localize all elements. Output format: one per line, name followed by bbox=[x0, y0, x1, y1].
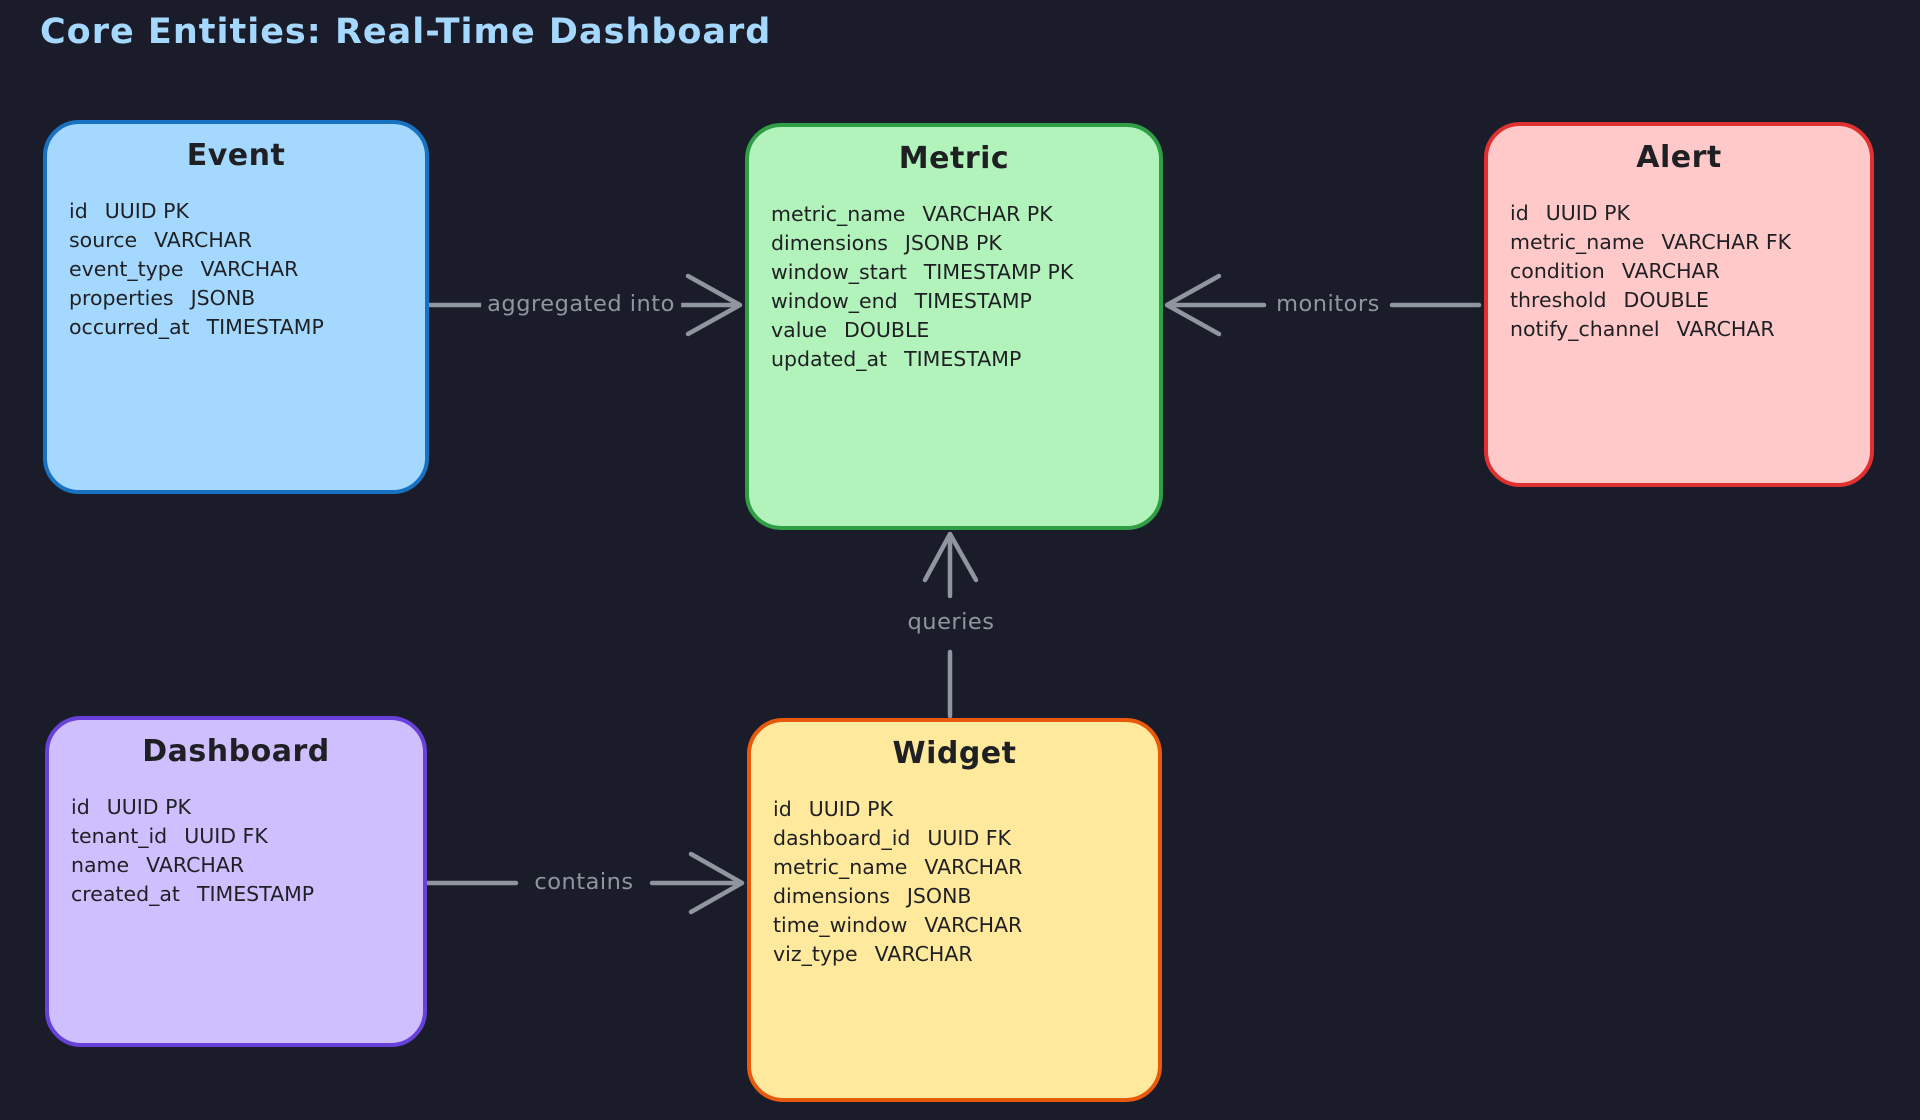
field-row: metric_name VARCHAR bbox=[773, 853, 1148, 882]
field-type: TIMESTAMP PK bbox=[923, 260, 1074, 284]
field-type: UUID PK bbox=[808, 797, 893, 821]
entity-alert[interactable]: Alert id UUID PK metric_name VARCHAR FK cond… bbox=[1484, 122, 1874, 487]
field-name: created_at bbox=[71, 882, 180, 906]
entity-title-alert: Alert bbox=[1636, 140, 1722, 175]
field-name: dimensions bbox=[773, 884, 890, 908]
entity-title-dashboard: Dashboard bbox=[142, 734, 330, 769]
field-row: threshold DOUBLE bbox=[1510, 286, 1860, 315]
entity-title-metric: Metric bbox=[898, 141, 1010, 176]
field-name: properties bbox=[69, 286, 174, 310]
field-type: VARCHAR bbox=[924, 913, 1023, 937]
field-row: name VARCHAR bbox=[71, 851, 413, 880]
field-row: notify_channel VARCHAR bbox=[1510, 315, 1860, 344]
field-type: VARCHAR FK bbox=[1661, 230, 1792, 254]
field-row: occurred_at TIMESTAMP bbox=[69, 313, 415, 342]
field-name: window_end bbox=[771, 289, 898, 313]
field-row: event_type VARCHAR bbox=[69, 255, 415, 284]
field-row: id UUID PK bbox=[1510, 199, 1860, 228]
field-type: VARCHAR bbox=[1676, 317, 1775, 341]
field-name: metric_name bbox=[1510, 230, 1645, 254]
relation-label-monitors[interactable]: monitors bbox=[1270, 291, 1386, 317]
field-row: dashboard_id UUID FK bbox=[773, 824, 1148, 853]
field-type: JSONB bbox=[190, 286, 256, 310]
field-row: dimensions JSONB PK bbox=[771, 229, 1149, 258]
entity-metric[interactable]: Metric metric_name VARCHAR PK dimensions JS… bbox=[745, 123, 1163, 530]
entity-fields-dashboard: id UUID PK tenant_id UUID FK name VARCHAR crea… bbox=[49, 793, 423, 909]
field-type: VARCHAR bbox=[200, 257, 299, 281]
relation-label-queries[interactable]: queries bbox=[901, 609, 1001, 635]
field-type: UUID PK bbox=[106, 795, 191, 819]
field-name: metric_name bbox=[773, 855, 908, 879]
field-row: metric_name VARCHAR PK bbox=[771, 200, 1149, 229]
field-name: id bbox=[1510, 201, 1529, 225]
field-row: time_window VARCHAR bbox=[773, 911, 1148, 940]
field-row: window_end TIMESTAMP bbox=[771, 287, 1149, 316]
relation-label-contains[interactable]: contains bbox=[528, 869, 640, 895]
field-row: created_at TIMESTAMP bbox=[71, 880, 413, 909]
field-type: DOUBLE bbox=[844, 318, 930, 342]
field-type: VARCHAR bbox=[874, 942, 973, 966]
entity-widget[interactable]: Widget id UUID PK dashboard_id UUID FK metri… bbox=[747, 718, 1162, 1102]
field-type: VARCHAR bbox=[154, 228, 253, 252]
field-name: name bbox=[71, 853, 130, 877]
field-type: TIMESTAMP bbox=[904, 347, 1022, 371]
field-row: tenant_id UUID FK bbox=[71, 822, 413, 851]
field-row: condition VARCHAR bbox=[1510, 257, 1860, 286]
field-type: VARCHAR bbox=[146, 853, 245, 877]
field-name: viz_type bbox=[773, 942, 858, 966]
field-name: value bbox=[771, 318, 827, 342]
field-row: updated_at TIMESTAMP bbox=[771, 345, 1149, 374]
field-row: value DOUBLE bbox=[771, 316, 1149, 345]
field-row: window_start TIMESTAMP PK bbox=[771, 258, 1149, 287]
field-type: JSONB PK bbox=[904, 231, 1002, 255]
field-name: source bbox=[69, 228, 138, 252]
field-row: properties JSONB bbox=[69, 284, 415, 313]
field-name: dimensions bbox=[771, 231, 888, 255]
field-name: occurred_at bbox=[69, 315, 190, 339]
relation-label-aggregated-into[interactable]: aggregated into bbox=[481, 291, 681, 317]
field-name: dashboard_id bbox=[773, 826, 911, 850]
field-type: VARCHAR bbox=[924, 855, 1023, 879]
field-name: tenant_id bbox=[71, 824, 168, 848]
field-type: TIMESTAMP bbox=[196, 882, 315, 906]
field-name: condition bbox=[1510, 259, 1605, 283]
entity-title-widget: Widget bbox=[892, 736, 1017, 771]
field-name: window_start bbox=[771, 260, 907, 284]
field-row: id UUID PK bbox=[71, 793, 413, 822]
field-row: id UUID PK bbox=[773, 795, 1148, 824]
diagram-title[interactable]: Core Entities: Real-Time Dashboard bbox=[40, 12, 772, 52]
field-type: JSONB bbox=[906, 884, 972, 908]
field-row: viz_type VARCHAR bbox=[773, 940, 1148, 969]
field-name: notify_channel bbox=[1510, 317, 1660, 341]
field-type: VARCHAR bbox=[1621, 259, 1720, 283]
field-name: id bbox=[773, 797, 792, 821]
field-row: id UUID PK bbox=[69, 197, 415, 226]
field-name: updated_at bbox=[771, 347, 888, 371]
field-row: source VARCHAR bbox=[69, 226, 415, 255]
field-name: metric_name bbox=[771, 202, 906, 226]
field-type: TIMESTAMP bbox=[914, 289, 1032, 313]
field-name: id bbox=[69, 199, 88, 223]
field-type: UUID PK bbox=[104, 199, 189, 223]
field-row: dimensions JSONB bbox=[773, 882, 1148, 911]
field-row: metric_name VARCHAR FK bbox=[1510, 228, 1860, 257]
entity-dashboard[interactable]: Dashboard id UUID PK tenant_id UUID FK name V… bbox=[45, 716, 427, 1047]
field-name: time_window bbox=[773, 913, 908, 937]
field-type: VARCHAR PK bbox=[922, 202, 1053, 226]
entity-title-event: Event bbox=[186, 138, 286, 173]
field-type: UUID PK bbox=[1545, 201, 1630, 225]
field-type: TIMESTAMP bbox=[206, 315, 324, 339]
entity-fields-metric: metric_name VARCHAR PK dimensions JSONB PK w… bbox=[749, 200, 1159, 374]
field-type: UUID FK bbox=[927, 826, 1011, 850]
field-type: UUID FK bbox=[184, 824, 268, 848]
field-type: DOUBLE bbox=[1623, 288, 1709, 312]
field-name: event_type bbox=[69, 257, 184, 281]
field-name: id bbox=[71, 795, 90, 819]
field-name: threshold bbox=[1510, 288, 1607, 312]
